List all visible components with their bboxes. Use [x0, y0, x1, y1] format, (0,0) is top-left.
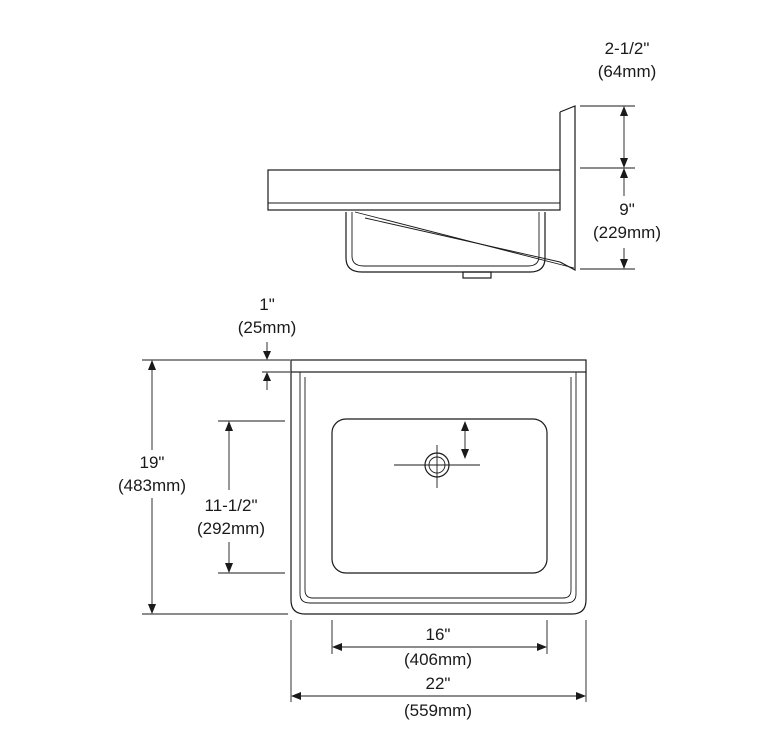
drain-icon [394, 445, 480, 488]
bowl-width-metric: (406mm) [404, 650, 472, 669]
rim-thickness-imperial: 1" [259, 295, 275, 314]
plan-back-rim [290, 359, 587, 373]
plan-outer-body [290, 372, 587, 615]
side-dimensions: 2-1/2" (64mm) 9" (229mm) [580, 39, 661, 270]
side-view [267, 105, 576, 279]
bowl-depth-imperial: 11-1/2" [205, 496, 258, 515]
side-bowl [345, 212, 546, 273]
apron-height-metric: (229mm) [593, 223, 661, 242]
backsplash-height-metric: (64mm) [598, 62, 657, 81]
plan-view [290, 359, 587, 615]
apron-height-imperial: 9" [619, 200, 635, 219]
overall-depth-metric: (483mm) [118, 476, 186, 495]
side-deck [267, 169, 561, 211]
plan-bowl [331, 418, 548, 574]
overall-width-metric: (559mm) [404, 701, 472, 720]
overall-depth-imperial: 19" [140, 453, 165, 472]
rim-thickness-metric: (25mm) [238, 318, 297, 337]
plan-dimensions: 1" (25mm) 19" (483mm) 11-1/2" (292mm) 16… [118, 295, 587, 720]
overall-width-imperial: 22" [426, 674, 451, 693]
backsplash-height-imperial: 2-1/2" [605, 39, 650, 58]
bowl-depth-metric: (292mm) [197, 519, 265, 538]
plan-inner-rim [299, 372, 577, 604]
bowl-width-imperial: 16" [426, 625, 451, 644]
side-drain [462, 271, 492, 279]
side-backsplash [559, 105, 576, 271]
